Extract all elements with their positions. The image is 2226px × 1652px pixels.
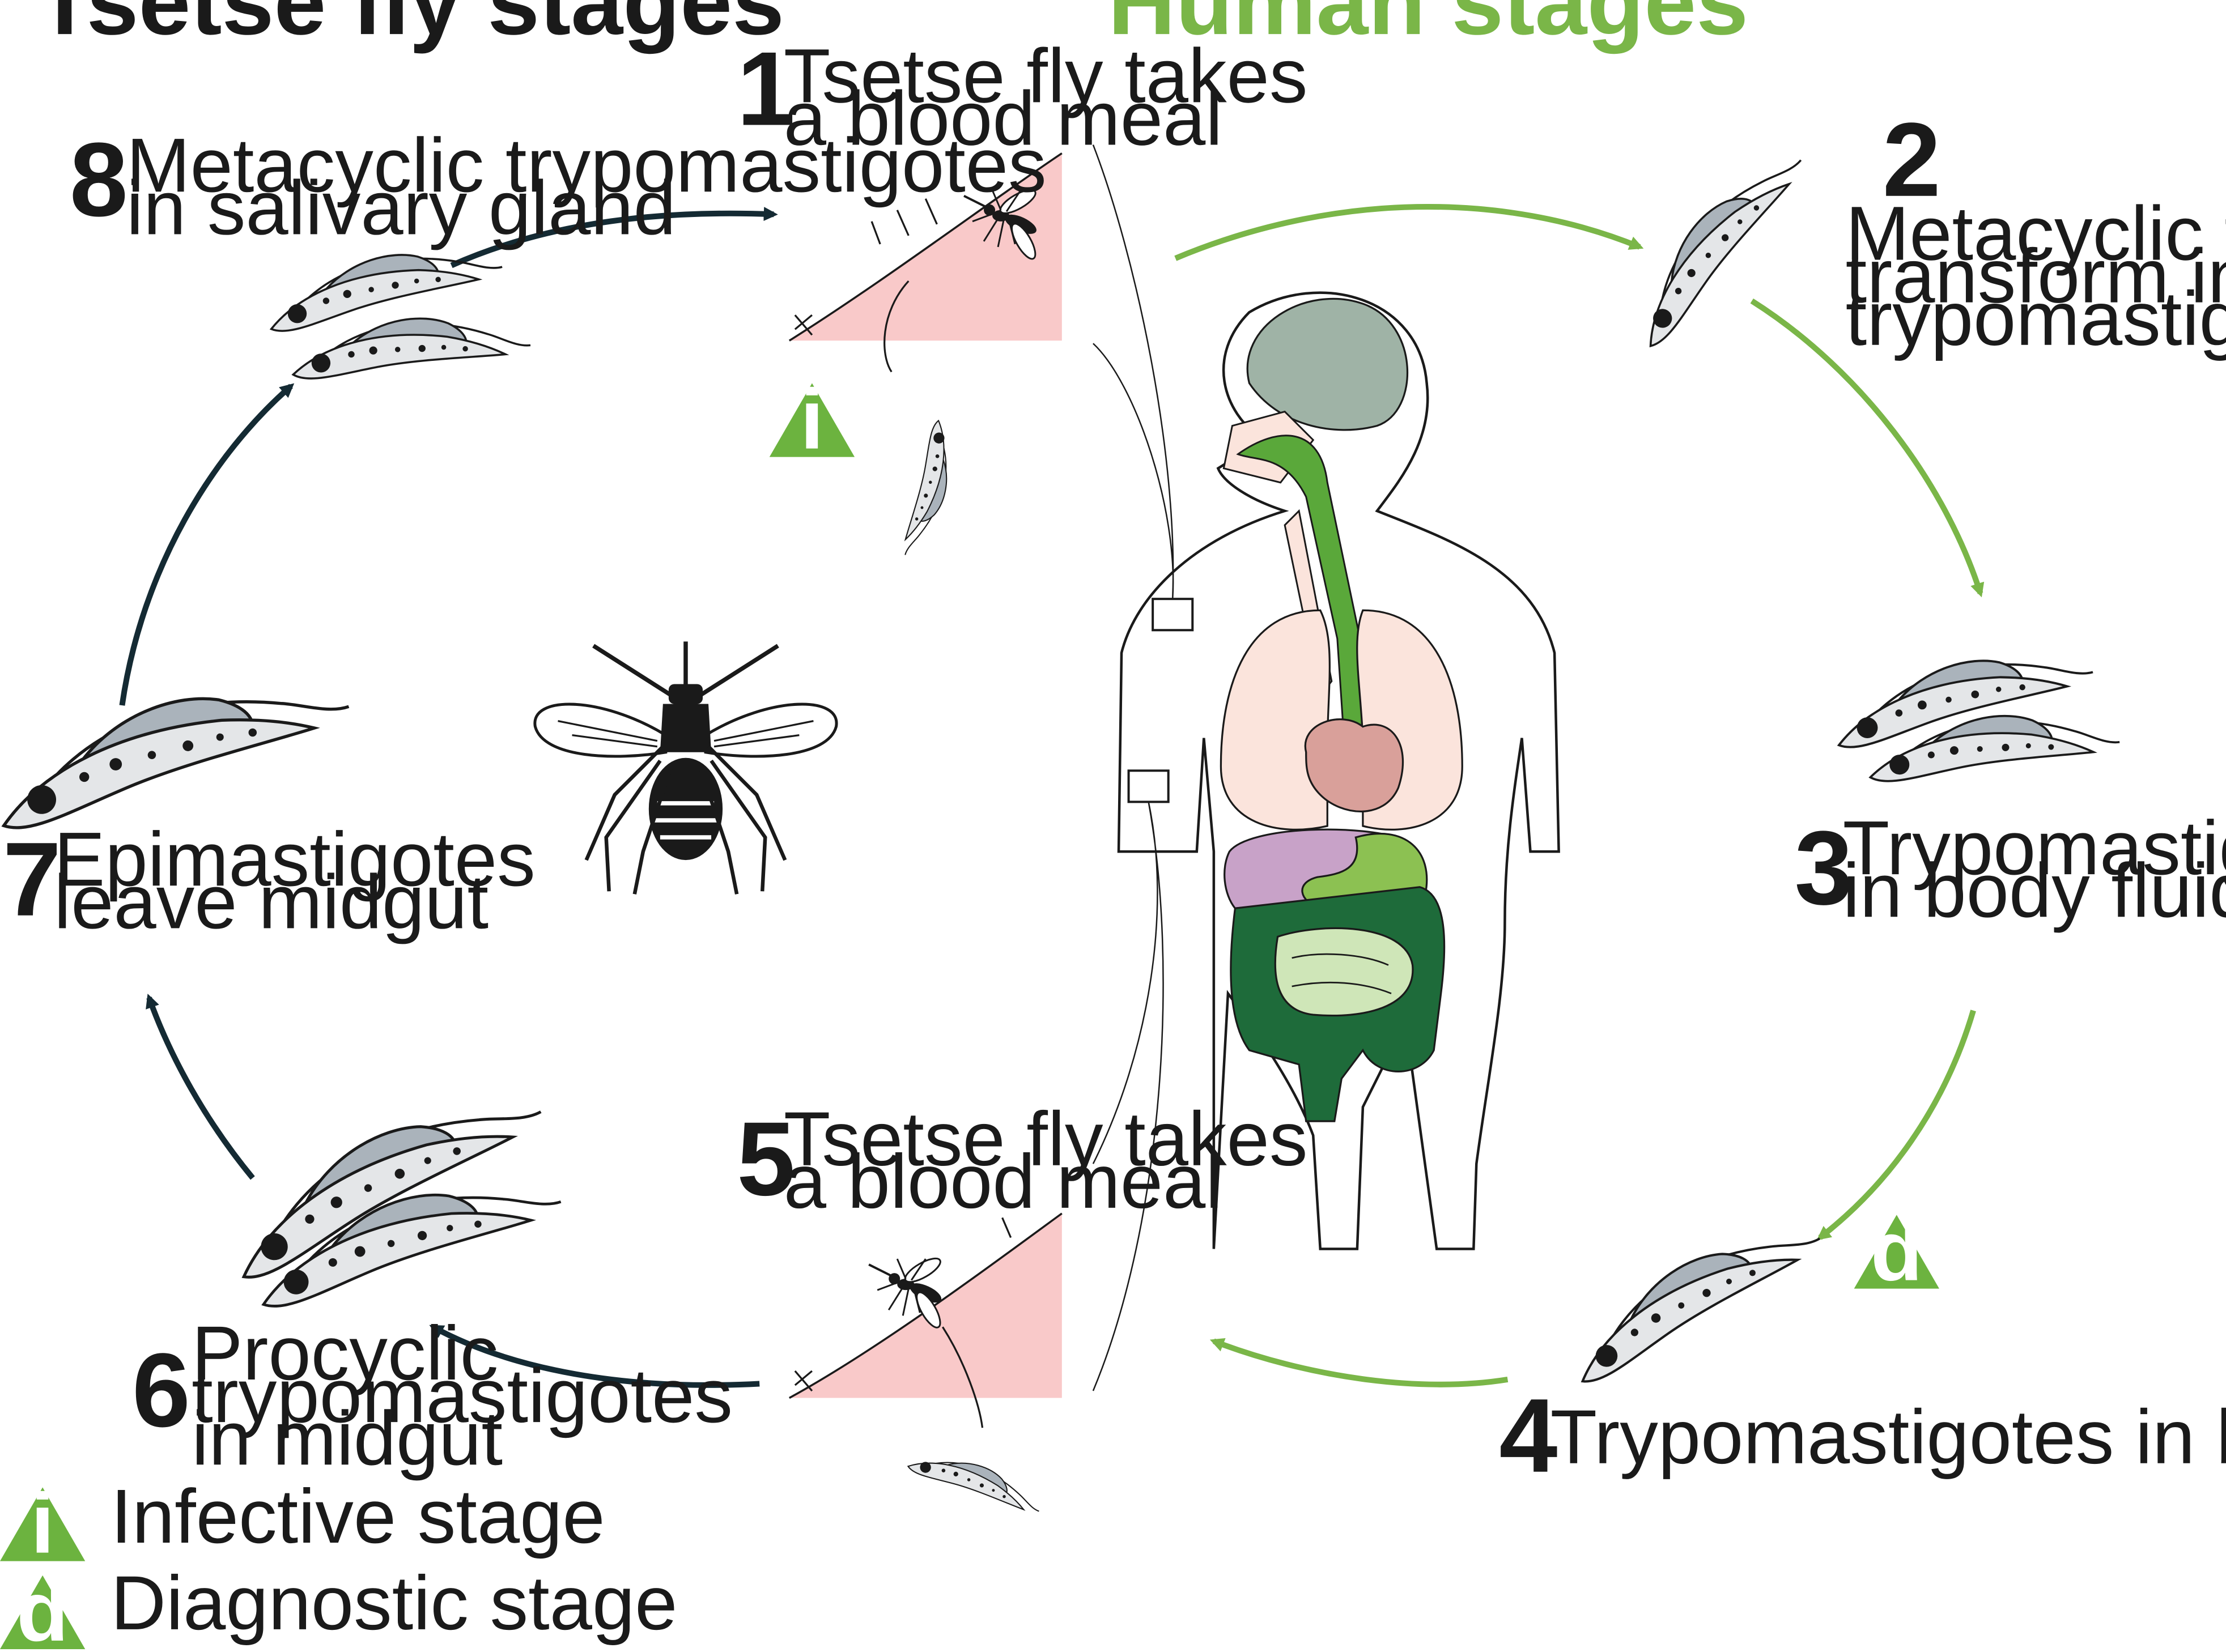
legend: i Infective stage d Diagnostic stage xyxy=(0,1474,677,1652)
stage-1-bite-illustration xyxy=(788,152,1063,373)
left-lung xyxy=(1220,609,1331,831)
stage-6-number: 6 xyxy=(132,1332,190,1449)
tsetse-stages-header: Tsetse fly stages xyxy=(36,0,784,54)
stage-5-label-line1: Tsetse fly takes xyxy=(784,1096,1308,1182)
stage-8-number: 8 xyxy=(70,121,128,239)
stage-3-label-line2: in body fluids xyxy=(1843,848,2226,933)
brain-icon xyxy=(1246,297,1409,431)
stage-4-parasite-icon xyxy=(1557,1217,1839,1384)
stage-2-label-line3: trypomastigotes xyxy=(1846,276,2226,361)
skin-patch-5 xyxy=(789,1213,1062,1398)
stage-5-label-line2: a blood meal xyxy=(784,1139,1223,1224)
stage-8-label-line1: Metacyclic trypomastigotes xyxy=(126,122,1047,208)
stage-7: 7 Epimastigotes leave midgut xyxy=(3,816,536,944)
stage-4-number: 4 xyxy=(1499,1377,1557,1495)
stage-4-label-line1: Trypomastigotes in blood xyxy=(1550,1394,2226,1480)
human-cycle-arrows xyxy=(1174,203,1985,1387)
stage-1-label-line1: Tsetse fly takes xyxy=(784,33,1308,118)
stage-6-label-line2: trypomastigotes xyxy=(192,1353,733,1438)
skin-sample-box-2 xyxy=(1127,769,1170,803)
human-stages-header: Human stages xyxy=(1108,0,1748,54)
stage-1-parasite-icon xyxy=(879,419,974,560)
stage-2-label-line1: Metacyclic trypomastigotes xyxy=(1846,190,2226,276)
stage-8-parasite-icon-b xyxy=(292,308,533,395)
stage-1-label-line2: a blood meal xyxy=(784,76,1223,161)
stage-6-label-line3: in midgut xyxy=(192,1395,503,1481)
stage-8: 8 Metacyclic trypomastigotes in salivary… xyxy=(70,121,1047,251)
arrow-7-to-8 xyxy=(119,383,295,706)
stage-4: 4 Trypomastigotes in blood xyxy=(1499,1377,2226,1495)
small-intestine-icon xyxy=(1274,927,1414,1017)
skin-sample-box-1 xyxy=(1152,598,1194,632)
stage-3-number: 3 xyxy=(1794,810,1853,927)
stage-5-parasite-icon xyxy=(906,1433,1046,1536)
stage-7-parasite-icon xyxy=(0,678,359,830)
diagnostic-stage-badge: d xyxy=(1854,1203,1939,1298)
stage-3: 3 Trypomastigotes multiply in body fluid… xyxy=(1794,805,2226,933)
stage-7-number: 7 xyxy=(3,821,61,938)
arrow-5-to-6 xyxy=(429,1324,760,1388)
diagnostic-badge-letter: d xyxy=(1871,1203,1923,1298)
skin-patch-1 xyxy=(789,153,1062,341)
infective-stage-badge: i xyxy=(769,372,855,467)
arrow-6-to-7 xyxy=(146,994,255,1180)
stage-2-number: 2 xyxy=(1883,101,1941,219)
stage-5-number: 5 xyxy=(737,1100,795,1217)
tsetse-fly-icon xyxy=(533,641,838,895)
stage-8-label-line2: in salivary gland xyxy=(126,165,676,250)
arrow-3-to-4 xyxy=(1816,1010,1976,1241)
stage-6-label-line1: Procyclic xyxy=(192,1310,498,1396)
legend-diagnostic-label: Diagnostic stage xyxy=(111,1560,677,1646)
legend-infective-letter: i xyxy=(31,1476,54,1571)
arrow-8-to-1 xyxy=(450,207,778,269)
stage-1: 1 Tsetse fly takes a blood meal xyxy=(737,30,1307,161)
arrow-4-to-5 xyxy=(1209,1338,1509,1387)
tsetse-fly-feeding-icon-2 xyxy=(869,1254,945,1331)
stage-6: 6 Procyclic trypomastigotes in midgut xyxy=(132,1310,733,1481)
legend-infective-item: i Infective stage xyxy=(0,1474,605,1571)
stage-2: 2 Metacyclic trypomastigotes transform i… xyxy=(1846,101,2226,361)
infective-badge-letter: i xyxy=(800,372,824,467)
stage-1-number: 1 xyxy=(737,30,795,147)
legend-diagnostic-item: d Diagnostic stage xyxy=(0,1560,677,1652)
stage-5-bite-illustration xyxy=(788,1212,1063,1428)
stage-5: 5 Tsetse fly takes a blood meal xyxy=(737,1096,1307,1224)
stage-2-label-line2: transform into bloodstream xyxy=(1846,233,2226,319)
heart-icon xyxy=(1304,718,1404,812)
stage-7-label-line2: leave midgut xyxy=(54,859,488,944)
legend-infective-label: Infective stage xyxy=(111,1474,605,1559)
stage-7-label-line1: Epimastigotes xyxy=(54,816,536,902)
legend-diagnostic-letter: d xyxy=(16,1564,69,1652)
human-body-illustration xyxy=(1092,144,1560,1391)
stage-2-parasite-icon xyxy=(1608,144,1833,350)
arrow-1-to-2 xyxy=(1174,203,1644,261)
stage-3-label-line1: Trypomastigotes multiply xyxy=(1843,805,2226,891)
tsetse-cycle-arrows xyxy=(119,207,778,1388)
arrow-2-to-3 xyxy=(1750,298,1985,598)
